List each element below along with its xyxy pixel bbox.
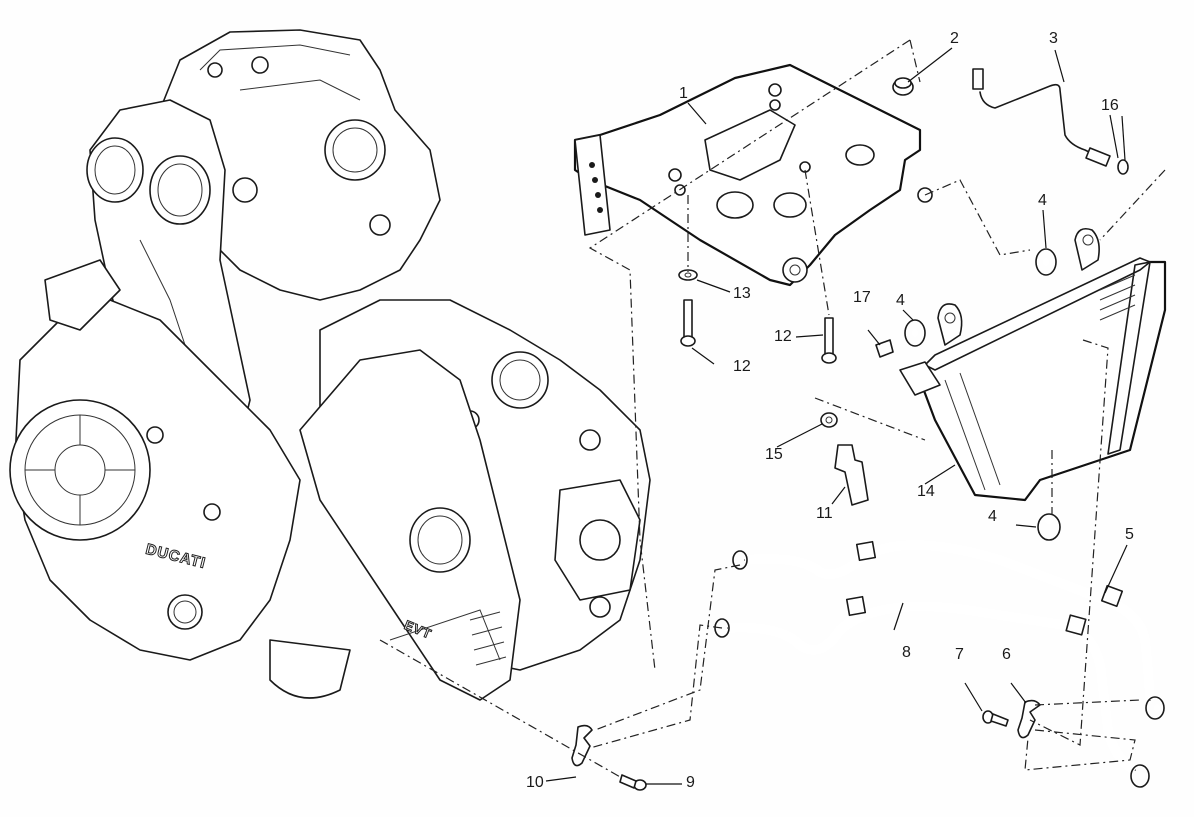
callout-2: 2 (950, 30, 959, 47)
callout-6: 6 (1002, 646, 1011, 663)
callout-12a: 12 (774, 328, 792, 345)
oil-cooler-14 (899, 227, 1167, 502)
callout-5: 5 (1125, 526, 1134, 543)
oil-hoses (714, 540, 1165, 788)
callout-4c: 4 (988, 508, 997, 525)
callout-4b: 4 (896, 292, 905, 309)
part-sensor-cable-3 (972, 68, 1129, 175)
sensor-11-washer-15 (820, 412, 869, 506)
screws-12-washer-13 (678, 269, 837, 364)
clamps-and-screws (571, 699, 1041, 791)
callout-14: 14 (917, 483, 935, 500)
callout-17: 17 (853, 289, 871, 306)
callout-15: 15 (765, 446, 783, 463)
callout-3: 3 (1049, 30, 1058, 47)
leader-lines (545, 47, 1128, 785)
callout-13: 13 (733, 285, 751, 302)
callout-9: 9 (686, 774, 695, 791)
callout-11: 11 (816, 505, 833, 522)
assembly-lines (379, 39, 1166, 779)
spacer-17 (875, 339, 894, 358)
callout-8: 8 (902, 644, 911, 661)
callout-4a: 4 (1038, 192, 1047, 209)
callout-10: 10 (526, 774, 544, 791)
callout-7: 7 (955, 646, 964, 663)
rubber-grommets-4 (904, 248, 1061, 541)
part-nut-2 (892, 77, 914, 96)
callout-1: 1 (679, 85, 688, 102)
callout-16: 16 (1101, 97, 1119, 114)
engine-block (9, 29, 651, 701)
callout-12b: 12 (733, 358, 751, 375)
cooler-bracket (573, 63, 933, 287)
